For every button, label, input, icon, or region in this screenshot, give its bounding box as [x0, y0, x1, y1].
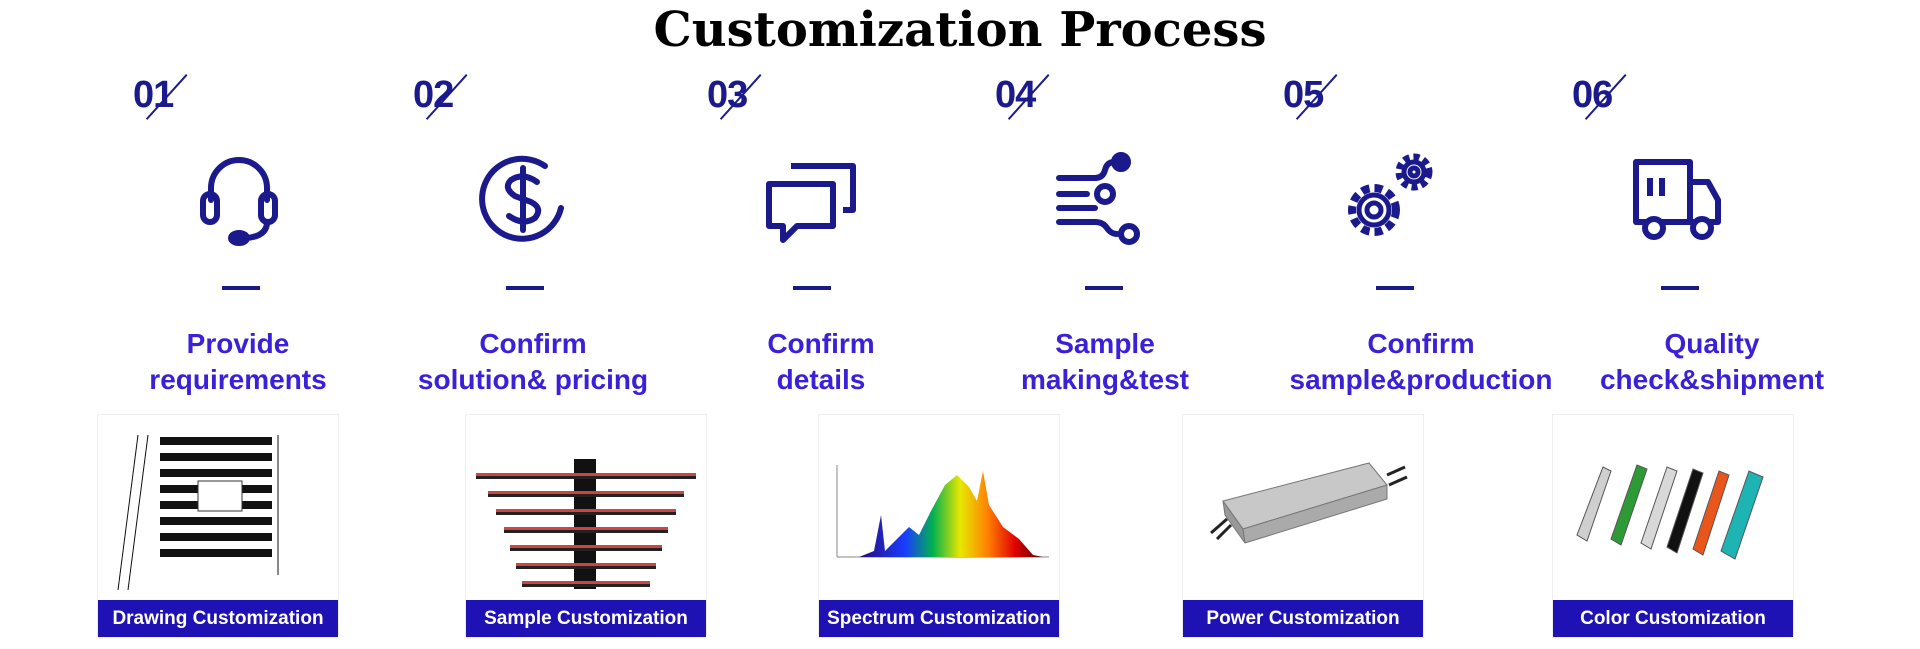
step-label-line1: Quality [1664, 328, 1760, 359]
step-label-line2: sample&production [1289, 364, 1553, 395]
step-label-line1: Confirm [1367, 328, 1475, 359]
dash-divider [1376, 286, 1414, 290]
step-label: Confirm details [661, 326, 981, 398]
card-spectrum: Spectrum Customization [818, 414, 1060, 638]
card-power: Power Customization [1182, 414, 1424, 638]
dash-divider [1085, 286, 1123, 290]
dash-divider [506, 286, 544, 290]
sliders-icon [1049, 148, 1149, 248]
card-sample: Sample Customization [465, 414, 707, 638]
step-label-line2: check&shipment [1599, 364, 1825, 395]
grow-light-drawing-image [98, 415, 338, 600]
dash-divider [1661, 286, 1699, 290]
card-drawing: Drawing Customization [97, 414, 339, 638]
dash-divider [793, 286, 831, 290]
step-label-line1: Confirm [767, 328, 875, 359]
step-label: Confirm sample&production [1261, 326, 1581, 398]
step-4: 04 Sample making&test [995, 70, 1285, 410]
step-label: Quality check&shipment [1552, 326, 1872, 398]
colored-profiles-image [1553, 415, 1793, 600]
power-driver-image [1183, 415, 1423, 600]
gears-icon [1339, 148, 1439, 248]
card-caption: Power Customization [1183, 600, 1423, 637]
step-label-line2: making&test [1020, 364, 1190, 395]
spectrum-chart-image [819, 415, 1059, 600]
step-label-line1: Confirm [479, 328, 587, 359]
step-label: Confirm solution& pricing [373, 326, 693, 398]
card-caption: Sample Customization [466, 600, 706, 637]
step-label-line2: details [776, 364, 866, 395]
grow-light-sample-image [466, 415, 706, 600]
page-title: Customization Process [653, 2, 1267, 58]
step-2: 02 Confirm solution& pricing [413, 70, 703, 410]
card-caption: Color Customization [1553, 600, 1793, 637]
card-color: Color Customization [1552, 414, 1794, 638]
chat-bubbles-icon [761, 150, 861, 250]
step-3: 03 Confirm details [707, 70, 997, 410]
step-label-line1: Provide [186, 328, 290, 359]
truck-icon [1628, 152, 1728, 252]
card-caption: Drawing Customization [98, 600, 338, 637]
step-1: 01 Provide requirements [133, 70, 423, 410]
step-label-line2: requirements [149, 364, 327, 395]
step-label: Sample making&test [945, 326, 1265, 398]
step-6: 06 Quality check&shipment [1572, 70, 1862, 410]
step-label-line2: solution& pricing [417, 364, 649, 395]
dollar-circle-icon [473, 148, 573, 248]
dash-divider [222, 286, 260, 290]
step-label: Provide requirements [78, 326, 398, 398]
card-caption: Spectrum Customization [819, 600, 1059, 637]
step-5: 05 Confirm sample&production [1283, 70, 1573, 410]
step-label-line1: Sample [1055, 328, 1155, 359]
headset-icon [189, 148, 289, 248]
